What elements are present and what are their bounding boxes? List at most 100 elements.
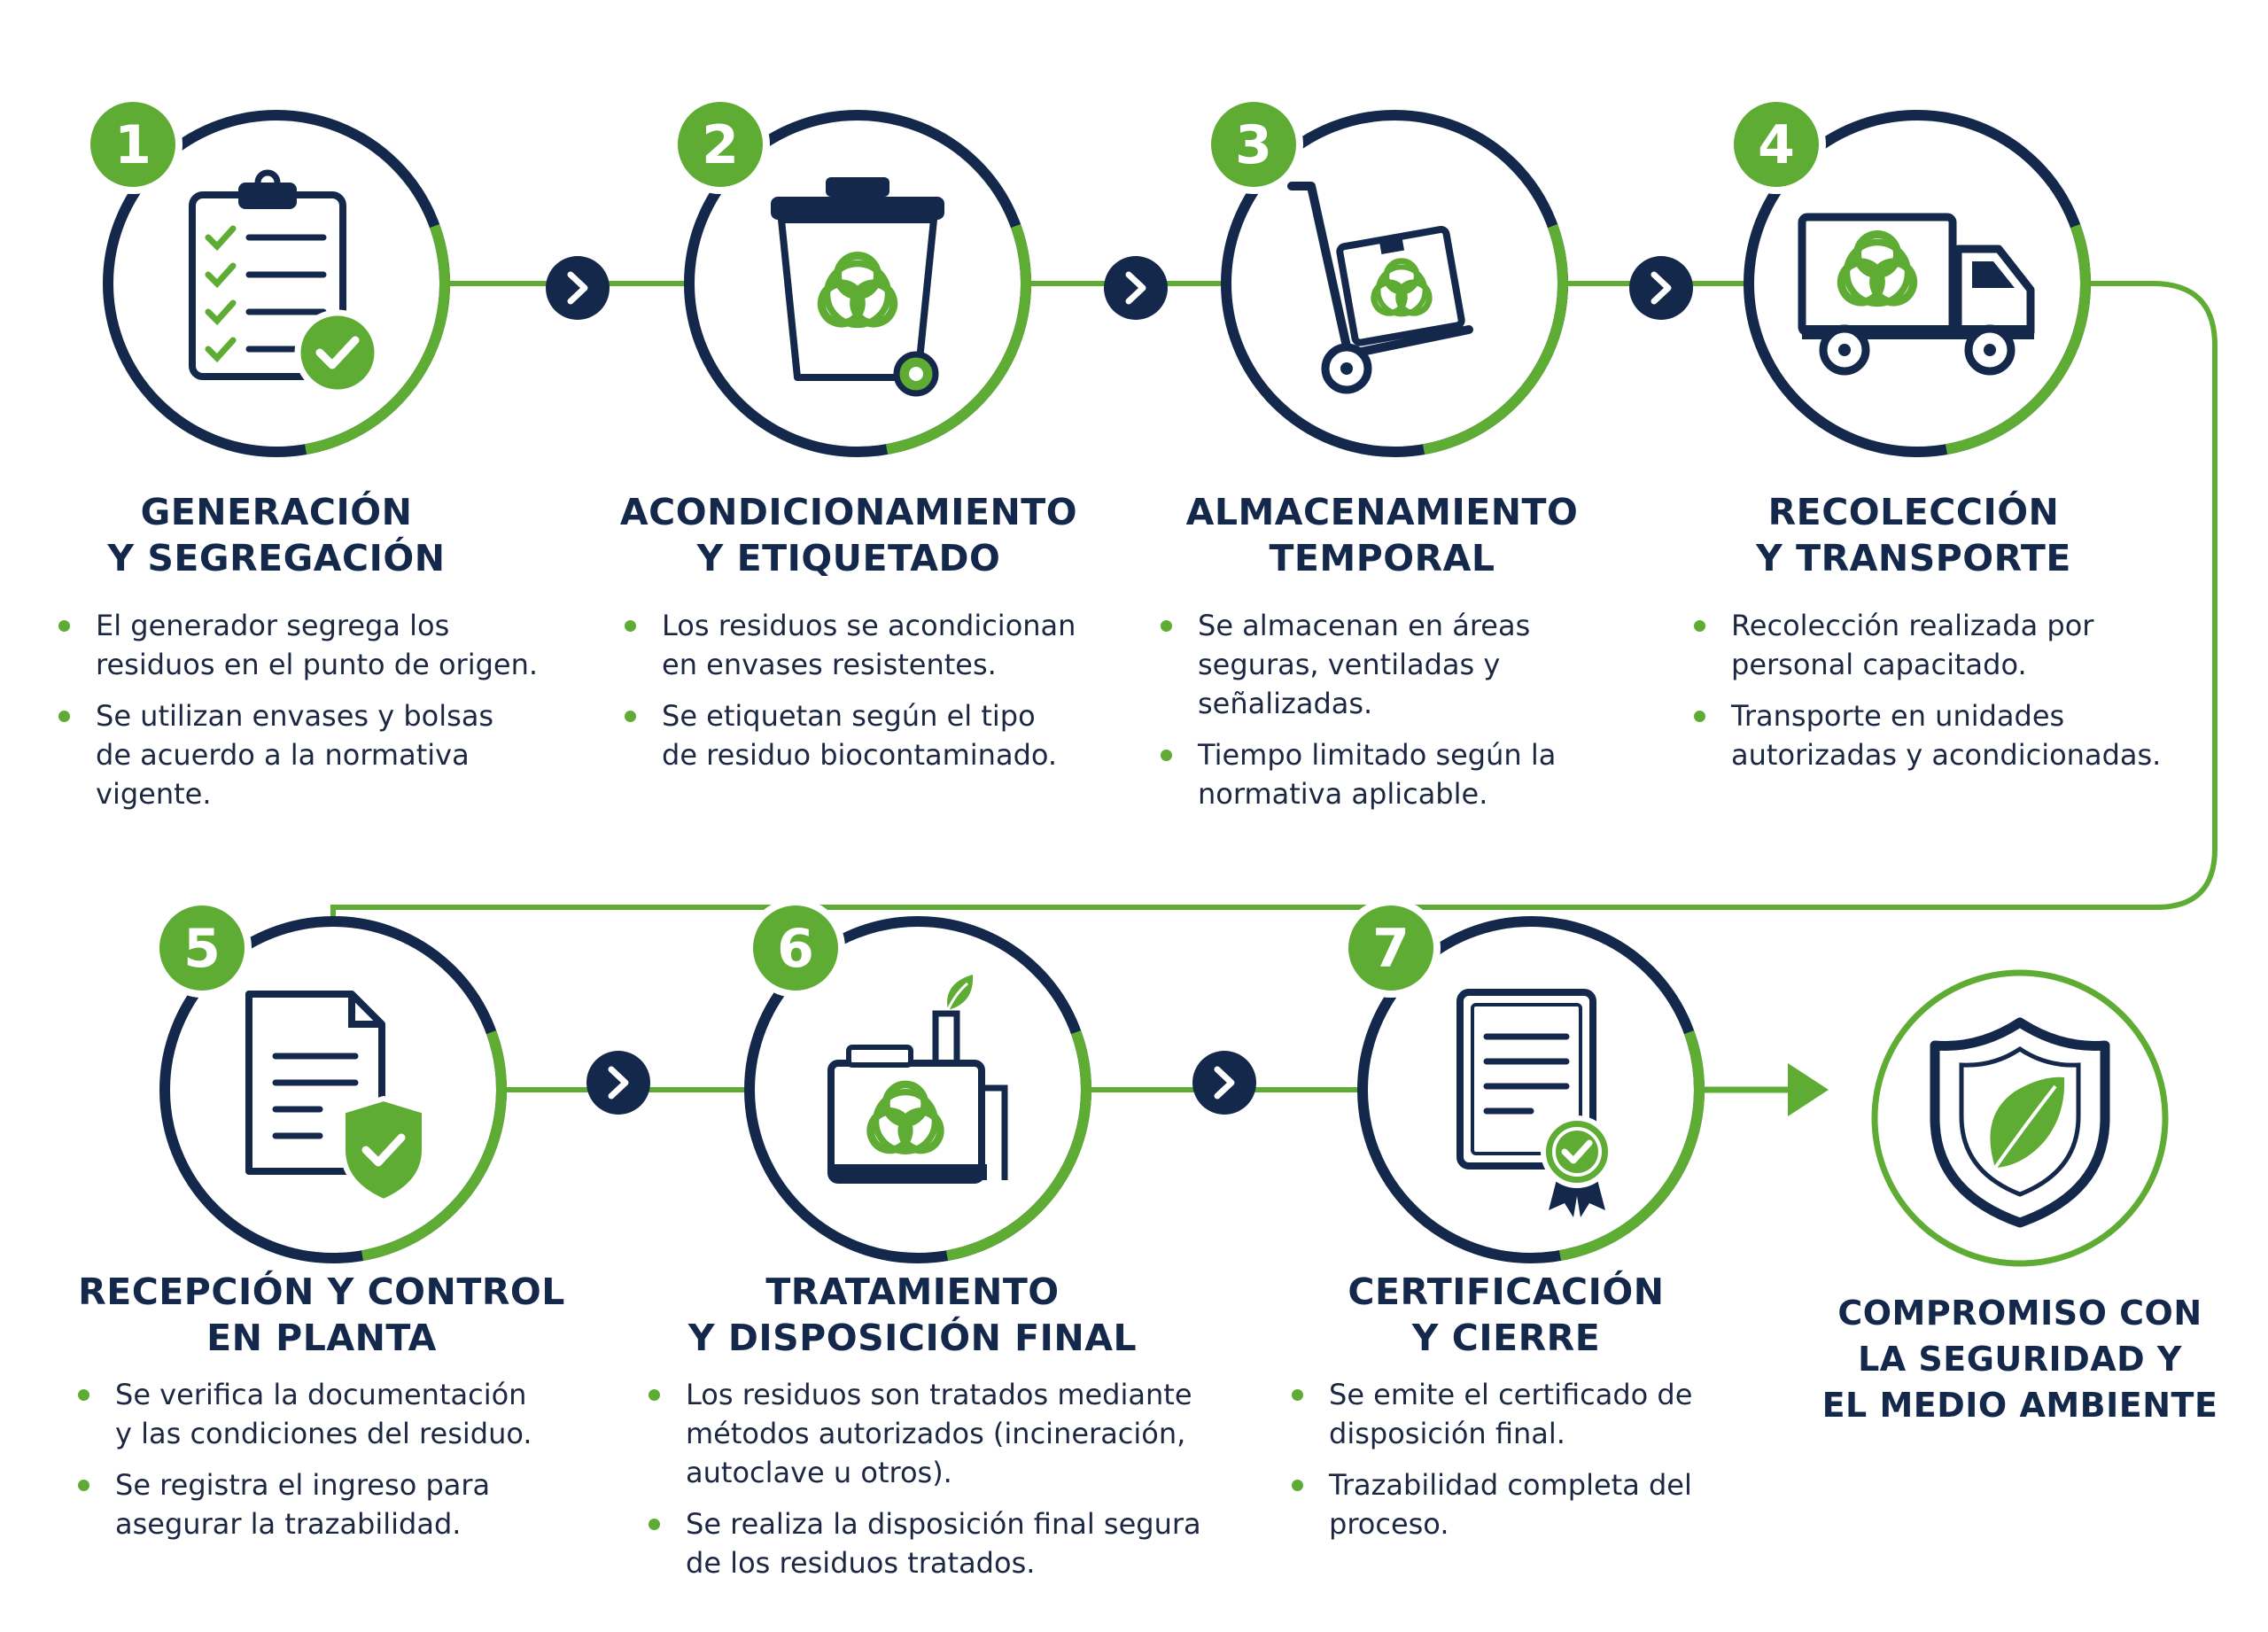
bullet-text-line: Transporte en unidades [1731,699,2065,733]
step-1: 1 [83,95,450,457]
bullet-text-line: métodos autorizados (incineración, [686,1417,1186,1450]
step-number-badge: 6 [746,898,845,998]
shield-leaf-icon [1930,1017,2110,1228]
step-title-line: ACONDICIONAMIENTO [619,491,1078,533]
chevron-right-icon [1104,256,1168,320]
step-title-line: TRATAMIENTO [765,1271,1060,1313]
step-title-line: Y SEGREGACIÓN [107,537,446,579]
step-5: 5 [152,898,507,1263]
bullet-item: Los residuos son tratados mediante método… [649,1375,1216,1492]
bullet-text-line: vigente. [96,777,212,811]
bullet-text-line: de residuo biocontaminado. [662,738,1058,772]
step-bullets: Los residuos se acondicionan en envases r… [625,606,1174,787]
step-title-line: RECOLECCIÓN [1767,491,2060,533]
step-title-line: Y DISPOSICIÓN FINAL [687,1317,1138,1359]
bullet-text-line: Se realiza la disposición final segura [686,1507,1201,1541]
step-title-line: Y TRANSPORTE [1756,537,2071,579]
bullet-item: Tiempo limitado según la normativa aplica… [1161,735,1657,813]
bullet-text-line: Los residuos son tratados mediante [686,1378,1192,1411]
bullet-text-line: Se registra el ingreso para [115,1468,491,1502]
bullet-text-line: proceso. [1329,1507,1449,1541]
bullet-text-line: Los residuos se acondicionan [662,609,1076,642]
step-title-line: ALMACENAMIENTO [1185,491,1579,533]
step-title-line: GENERACIÓN [140,491,413,533]
step-title-line: CERTIFICACIÓN [1348,1271,1665,1313]
step-bullets: Recolección realizada por personal capaci… [1694,606,2243,787]
step-number-badge: 4 [1727,95,1826,194]
final-title-line: COMPROMISO CON [1837,1294,2202,1333]
step-title-line: Y CIERRE [1411,1317,1601,1359]
step-6: 6 [744,898,1091,1263]
hand-truck-icon [1287,182,1473,394]
bullet-text-line: de los residuos tratados. [686,1546,1036,1580]
bullet-item: Se utilizan envases y bolsas de acuerdo a… [58,696,590,813]
step-title-line: EN PLANTA [206,1317,437,1359]
biohazard-truck-icon [1798,213,2035,376]
bullet-text-line: asegurar la trazabilidad. [115,1507,462,1541]
step-2: 2 [671,95,1031,457]
check-circle-icon [294,309,381,396]
bullet-text-line: normativa aplicable. [1198,777,1488,811]
bullet-text-line: y las condiciones del residuo. [115,1417,532,1450]
svg-text:7: 7 [1372,918,1410,980]
svg-text:6: 6 [777,918,814,980]
bullet-item: Recolección realizada por personal capaci… [1694,606,2243,684]
biohazard-icon [1837,230,1918,307]
biohazard-icon [866,1080,944,1154]
chevron-right-icon [1192,1051,1256,1115]
chimney-icon [932,1010,960,1067]
bullet-text-line: personal capacitado. [1731,648,2027,681]
shield-check-icon [340,1095,427,1205]
step-title-line: TEMPORAL [1269,537,1495,579]
step-number-badge: 1 [83,95,183,194]
bullet-text-line: Tiempo limitado según la [1198,738,1557,772]
bullet-text-line: El generador segrega los [96,609,450,642]
svg-text:3: 3 [1235,114,1272,176]
pipe-icon [982,1084,1008,1180]
bullet-text-line: Se almacenan en áreas [1198,609,1531,642]
bullet-item: Se realiza la disposición final segura de… [649,1504,1216,1582]
biohazard-bin-icon [771,177,944,397]
bullet-text-line: residuos en el punto de origen. [96,648,539,681]
connector-wrap-line [330,281,2218,921]
step-bullets: El generador segrega los residuos en el p… [58,606,590,826]
bullet-text-line: señalizadas. [1198,687,1373,720]
bullet-text-line: de acuerdo a la normativa [96,738,470,772]
svg-text:2: 2 [702,114,739,176]
bullet-text-line: autoclave u otros). [686,1456,952,1489]
bullet-item: Se registra el ingreso para asegurar la t… [78,1465,627,1543]
svg-text:1: 1 [114,114,151,176]
bullet-text-line: Se utilizan envases y bolsas [96,699,494,733]
bullet-text-line: Recolección realizada por [1731,609,2094,642]
final-commitment [1871,969,2169,1267]
bullet-item: Se etiquetan según el tipo de residuo bio… [625,696,1174,774]
arrow-head-icon [1788,1063,1829,1116]
step-7: 7 [1341,898,1705,1263]
step-title-line: RECEPCIÓN Y CONTROL [78,1271,565,1313]
treatment-plant-icon [827,975,1008,1184]
chevron-right-icon [1629,256,1693,320]
bullet-text-line: en envases resistentes. [662,648,997,681]
chevron-right-icon [586,1051,650,1115]
step-number-badge: 7 [1341,898,1441,998]
bullet-text-line: Se etiquetan según el tipo [662,699,1036,733]
document-shield-icon [245,991,427,1205]
bullet-item: Los residuos se acondicionan en envases r… [625,606,1174,684]
bullet-item: El generador segrega los residuos en el p… [58,606,590,684]
clipboard-check-icon [189,169,381,396]
final-title-line: EL MEDIO AMBIENTE [1821,1386,2218,1425]
